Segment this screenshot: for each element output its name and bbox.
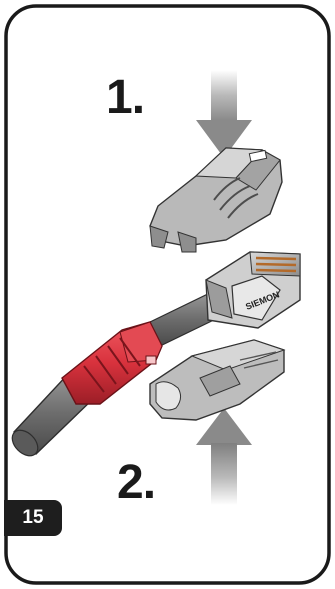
step-number: 15 (22, 507, 43, 529)
step-two-label: 2. (117, 459, 155, 507)
step-number-badge: 15 (4, 500, 62, 536)
step-one-label: 1. (106, 74, 144, 122)
